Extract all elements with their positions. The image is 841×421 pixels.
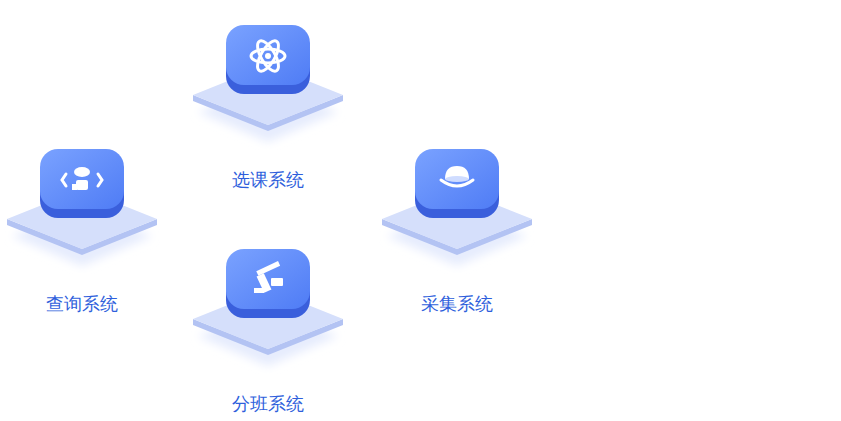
system-tile: 采集系统 xyxy=(377,144,537,316)
tile-label: 查询系统 xyxy=(2,292,162,316)
tile-illustration xyxy=(188,20,348,150)
tile-illustration xyxy=(377,144,537,274)
system-tile: 查询系统 xyxy=(2,144,162,316)
system-tile: 选课系统 xyxy=(188,20,348,192)
tile-label: 分班系统 xyxy=(188,392,348,416)
tile-illustration xyxy=(188,244,348,374)
tile-illustration xyxy=(2,144,162,274)
tile-label: 选课系统 xyxy=(188,168,348,192)
system-tile: 分班系统 xyxy=(188,244,348,416)
tile-label: 采集系统 xyxy=(377,292,537,316)
